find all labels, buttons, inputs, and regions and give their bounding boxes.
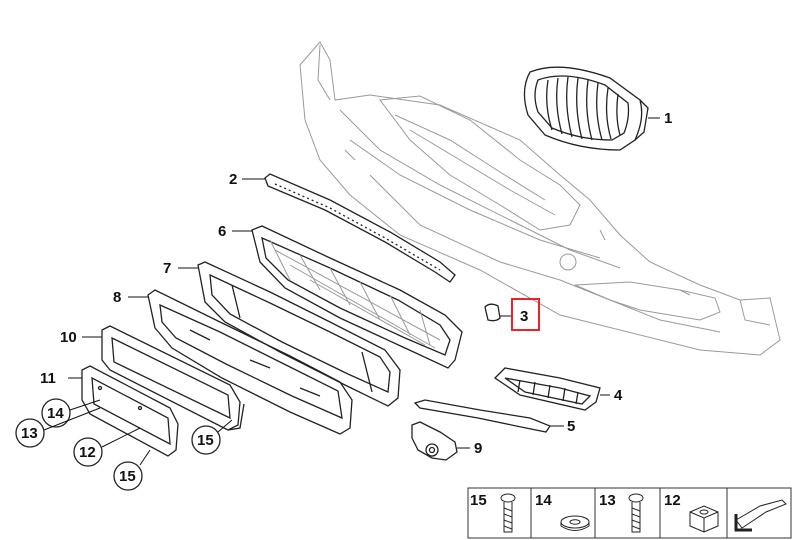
fastener-legend: 15 14 13 12 [467,487,792,539]
legend-number-15: 15 [470,492,487,509]
legend-number-12: 12 [664,492,681,509]
callout-4[interactable]: 4 [614,387,623,404]
washer-icon [560,515,590,531]
tow-hook-cover[interactable] [484,303,501,322]
arrow-icon [734,499,787,532]
upper-grille-strip[interactable] [264,173,456,283]
callout-3[interactable]: 3 [520,308,528,325]
nut-icon [689,505,719,533]
license-plate-bracket[interactable] [101,325,245,431]
lower-trim-panel[interactable] [147,289,353,435]
trim-strip[interactable] [413,399,551,433]
callout-12[interactable]: 12 [79,444,96,461]
lower-grille-frame[interactable] [197,261,401,407]
highlight-box [511,298,540,331]
callout-14-circle [41,398,71,428]
screw-icon [628,493,644,533]
mesh-grille[interactable] [251,225,463,369]
sensor-bracket[interactable] [411,421,458,461]
callout-15a-circle [191,425,221,455]
callout-13-circle [15,418,45,448]
callout-10[interactable]: 10 [60,329,77,346]
callout-13[interactable]: 13 [21,425,38,442]
callout-15b[interactable]: 15 [119,468,136,485]
legend-number-13: 13 [599,492,616,509]
front-bumper [299,41,781,356]
fog-light-grille[interactable] [493,367,601,411]
screw-icon [500,493,516,533]
callout-15a[interactable]: 15 [197,432,214,449]
callout-1[interactable]: 1 [664,110,672,127]
callout-12-circle [73,437,103,467]
callout-8[interactable]: 8 [113,289,121,306]
callout-2[interactable]: 2 [229,171,237,188]
callout-7[interactable]: 7 [163,260,171,277]
callout-5[interactable]: 5 [567,418,575,435]
callout-11[interactable]: 11 [40,370,56,387]
legend-number-14: 14 [535,492,552,509]
kidney-grille[interactable] [523,66,649,151]
callout-6[interactable]: 6 [218,223,226,240]
callout-15b-circle [113,461,143,491]
callout-9[interactable]: 9 [474,440,482,457]
callout-14[interactable]: 14 [47,405,64,422]
